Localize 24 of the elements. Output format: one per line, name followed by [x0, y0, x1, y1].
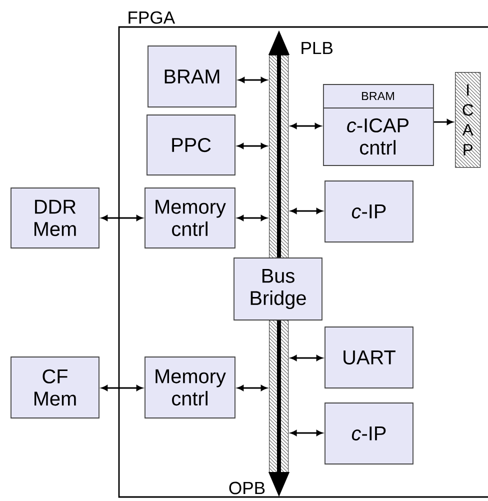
controller-box: Memory cntrl: [144, 188, 236, 248]
arrow: [101, 215, 143, 221]
ip-core-box: c-IP: [324, 402, 414, 464]
arrow: [238, 77, 268, 83]
bus-label: PLB: [302, 42, 332, 54]
arrow: [290, 430, 323, 436]
arrow: [101, 385, 143, 391]
memory-box: BRAM: [148, 46, 236, 108]
bridge-box: Bus Bridge: [234, 258, 322, 320]
arrow: [237, 385, 268, 391]
ip-core-box: c-IP: [324, 180, 414, 242]
arrow: [434, 119, 454, 125]
arrow: [290, 355, 323, 361]
arrow: [290, 208, 323, 214]
memory-box: CF Mem: [10, 356, 100, 418]
uart-box: UART: [324, 326, 414, 388]
bus-label: OPB: [229, 482, 265, 494]
arrow: [237, 143, 268, 149]
arrow: [237, 215, 268, 221]
controller-box: Memory cntrl: [144, 356, 236, 418]
controller-box: BRAM c-ICAP cntrl: [322, 84, 434, 166]
arrow: [290, 123, 322, 129]
memory-box: DDR Mem: [10, 188, 100, 248]
processor-box: PPC: [146, 114, 236, 176]
